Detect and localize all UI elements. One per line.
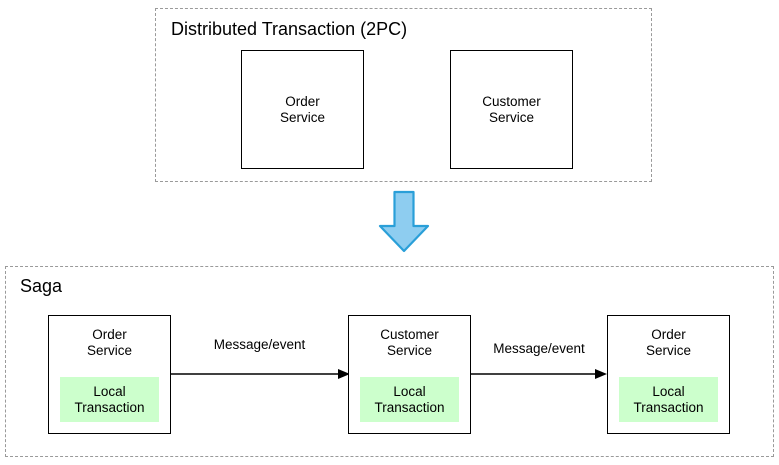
top-service-label-customer: Customer Service <box>482 94 541 125</box>
top-service-box-customer[interactable]: Customer Service <box>450 50 573 169</box>
saga-service-label-order-2: Order Service <box>645 327 691 358</box>
local-transaction-badge-1: Local Transaction <box>60 377 159 422</box>
saga-service-label-order-1: Order Service <box>86 327 132 358</box>
edge-label-message-event-2: Message/event <box>493 341 585 356</box>
flow-arrow-2 <box>470 369 607 379</box>
down-arrow-icon <box>378 190 430 253</box>
top-service-label-order: Order Service <box>279 94 325 125</box>
local-transaction-badge-3: Local Transaction <box>619 377 718 422</box>
top-service-box-order[interactable]: Order Service <box>241 50 364 169</box>
saga-service-box-order-1[interactable]: Order Service Local Transaction <box>48 315 171 434</box>
distributed-transaction-title: Distributed Transaction (2PC) <box>171 19 408 39</box>
distributed-transaction-group <box>155 8 652 182</box>
saga-group <box>5 266 774 457</box>
local-transaction-badge-2: Local Transaction <box>360 377 459 422</box>
edge-label-message-event-1: Message/event <box>213 337 306 352</box>
saga-title: Saga <box>20 276 63 296</box>
saga-service-box-order-2[interactable]: Order Service Local Transaction <box>607 315 730 434</box>
saga-service-box-customer[interactable]: Customer Service Local Transaction <box>348 315 471 434</box>
saga-service-label-customer: Customer Service <box>380 327 439 358</box>
flow-arrow-1 <box>170 369 350 379</box>
